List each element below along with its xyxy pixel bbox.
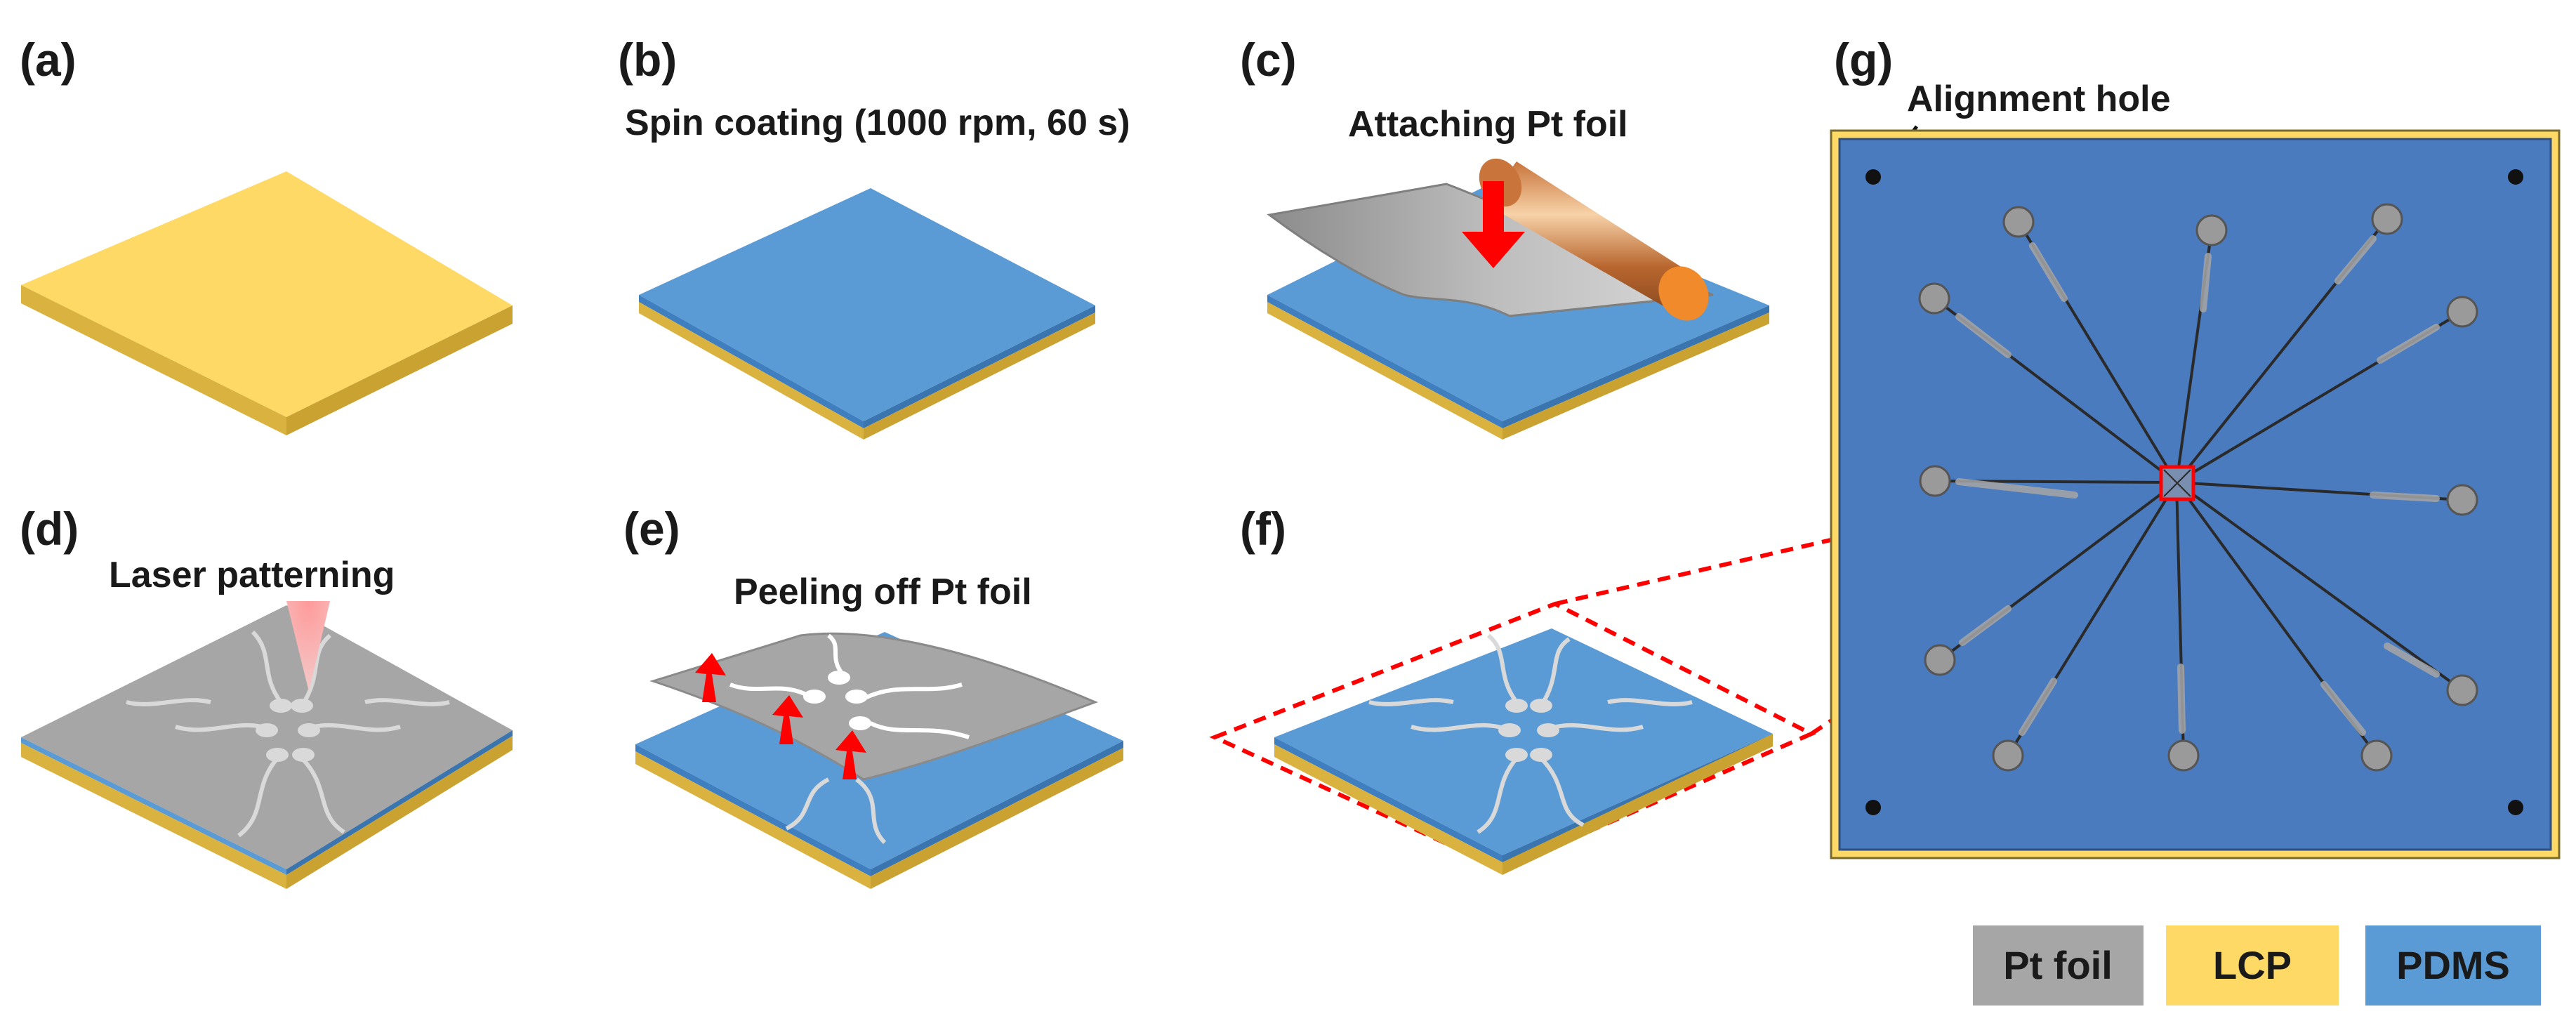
legend-swatch	[2166, 925, 2339, 1006]
legend-item-pt-foil: Pt foil	[1973, 925, 2144, 1006]
attaching-foil-caption: Attaching Pt foil	[1348, 104, 1628, 145]
legend-swatch	[2365, 925, 2541, 1006]
electrode-pad	[1919, 465, 1951, 497]
panel-e-label: (e)	[623, 503, 680, 555]
legend-swatch	[1973, 925, 2144, 1006]
electrode-pad	[2446, 296, 2478, 328]
foil-covered-slab	[21, 605, 513, 889]
peeling-caption: Peeling off Pt foil	[734, 572, 1032, 612]
lcp-slab	[21, 171, 513, 435]
alignment-hole	[2508, 800, 2523, 815]
panel-a: (a)	[20, 34, 513, 435]
electrode-pad	[2167, 739, 2200, 772]
roller	[1479, 158, 1709, 321]
legend-label: LCP	[2213, 943, 2292, 987]
legend-item-lcp: LCP	[2166, 925, 2339, 1006]
patterned-device-slab	[1274, 628, 1773, 875]
center-zoom-box	[2159, 465, 2195, 501]
alignment-hole	[2508, 169, 2523, 185]
alignment-hole	[1865, 800, 1881, 815]
electrode-pad	[2446, 674, 2478, 706]
electrode-pad	[1992, 739, 2024, 772]
electrode-pad	[2371, 203, 2403, 235]
press-down-arrow	[1462, 181, 1525, 268]
electrode-pad	[2446, 484, 2478, 516]
peeled-foil	[649, 632, 1099, 781]
legend-label: Pt foil	[2003, 943, 2113, 987]
electrode-pad	[1918, 282, 1950, 315]
peel-arrows	[695, 653, 866, 779]
pdms-on-lcp-slab	[639, 188, 1095, 440]
legend: Pt foil LCP PDMS	[1973, 925, 2541, 1006]
panel-c-label: (c)	[1240, 34, 1297, 86]
panel-g: (g) Alignment hole	[1830, 34, 2561, 859]
alignment-hole	[1865, 169, 1881, 185]
panel-d-label: (d)	[20, 503, 79, 555]
legend-label: PDMS	[2396, 943, 2510, 987]
electrode-pad	[1924, 644, 1956, 676]
laser-beam	[286, 601, 330, 692]
alignment-hole-label: Alignment hole	[1907, 79, 2171, 119]
device-top-view	[1830, 129, 2561, 859]
panel-e: (e) Peeling off Pt foil	[623, 503, 1123, 889]
peel-arrow	[772, 695, 803, 744]
electrode-pads	[1918, 203, 2478, 772]
panel-f: (f)	[1209, 461, 2162, 875]
laser-patterning-caption: Laser patterning	[109, 555, 395, 595]
alignment-holes	[1865, 169, 2523, 815]
electrode-pad	[2002, 206, 2035, 238]
peel-arrow	[835, 730, 866, 779]
electrode-pad	[2360, 739, 2393, 772]
panel-d: (d) Laser patterning	[20, 503, 513, 889]
peel-arrow	[695, 653, 726, 702]
spin-coating-caption: Spin coating (1000 rpm, 60 s)	[625, 103, 1130, 143]
electrode-pad	[2195, 214, 2228, 246]
panel-f-label: (f)	[1240, 503, 1286, 555]
panel-a-label: (a)	[20, 34, 77, 86]
laser-pads	[256, 699, 320, 762]
panel-g-label: (g)	[1834, 34, 1893, 86]
panel-c: (c) Attaching Pt foil	[1240, 34, 1769, 440]
panel-b-label: (b)	[618, 34, 677, 86]
legend-item-pdms: PDMS	[2365, 925, 2541, 1006]
panel-b: (b) Spin coating (1000 rpm, 60 s)	[618, 34, 1130, 440]
